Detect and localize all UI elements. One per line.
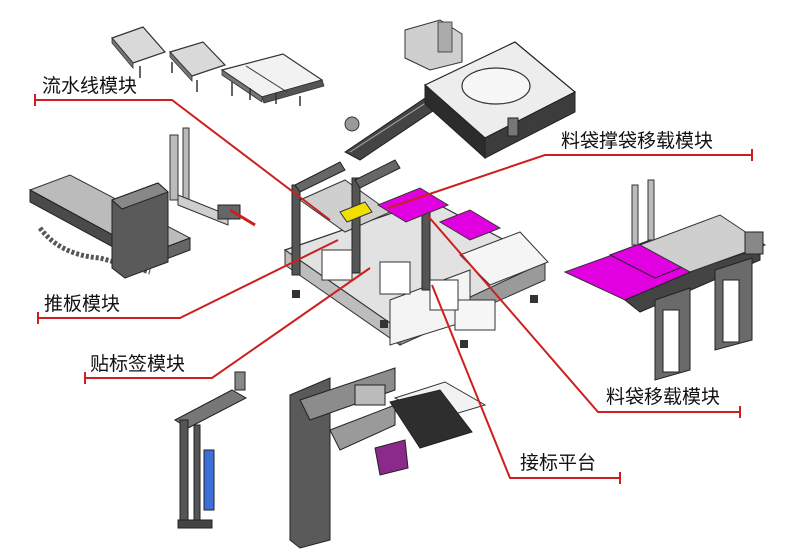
callout-line-conveyor [35, 99, 331, 221]
callout-line-push-plate [38, 239, 339, 319]
label-conveyor-module: 流水线模块 [42, 75, 138, 97]
main-machine-illustration [283, 159, 549, 348]
label-labeling-module: 贴标签模块 [90, 353, 186, 375]
label-bag-open-transfer-module: 料袋撑袋移载模块 [561, 130, 714, 152]
label-label-platform: 接标平台 [520, 452, 597, 474]
conveyor-module-illustration [110, 26, 325, 106]
label-platform-illustration [289, 367, 487, 549]
push-plate-module-illustration [28, 127, 256, 279]
label-bag-transfer-module: 料袋移载模块 [606, 386, 721, 408]
callout-line-label-platform [431, 284, 620, 479]
callout-line-bag-transfer [427, 215, 740, 413]
callout-lines [34, 94, 753, 484]
callout-line-bag-open-transfer [387, 154, 752, 209]
bag-open-transfer-module-illustration [344, 19, 577, 161]
label-push-plate-module: 推板模块 [44, 293, 121, 315]
callout-line-labeling [85, 267, 371, 379]
labeling-module-illustration [173, 371, 248, 529]
bag-transfer-module-illustration [563, 179, 767, 381]
